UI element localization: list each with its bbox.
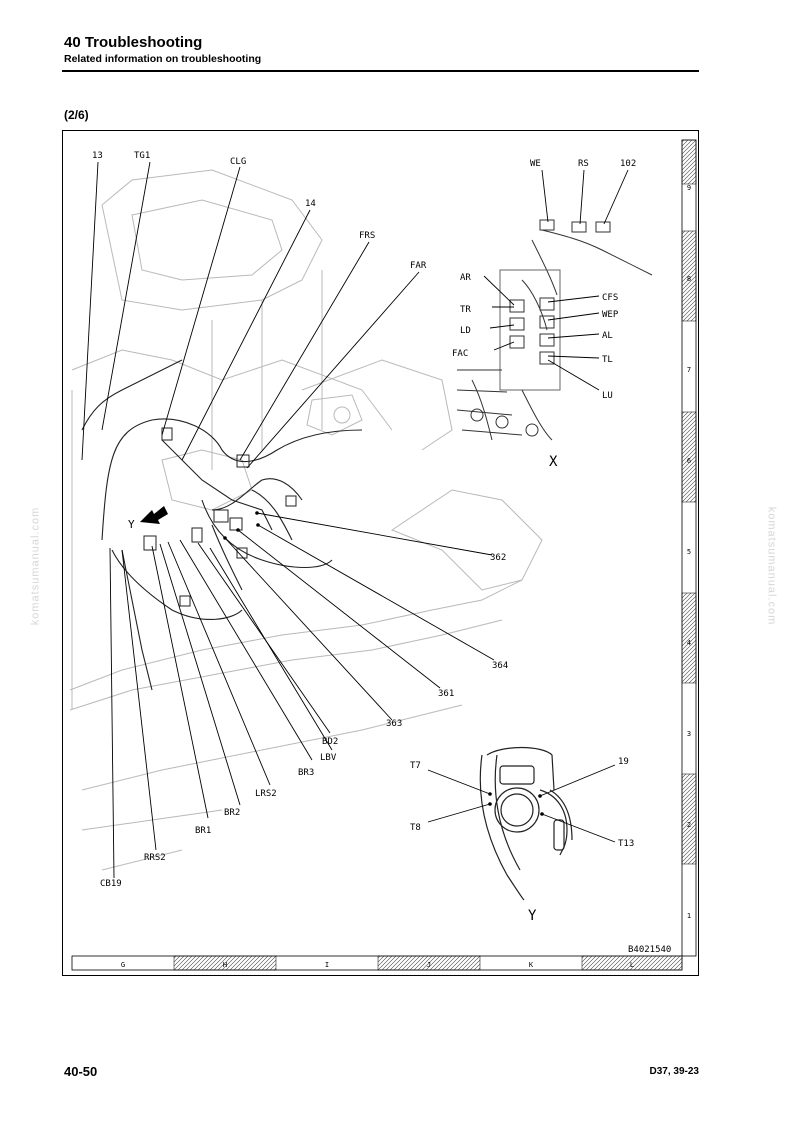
callout-label: RS xyxy=(578,159,589,169)
callout-label: 7 xyxy=(687,366,691,374)
callout-label: 361 xyxy=(438,689,454,699)
callout-label: BR3 xyxy=(298,768,314,778)
callout-label: 3 xyxy=(687,730,691,738)
wiring-diagram-figure: 9 8 7 6 5 4 3 2 1 G H I J K L xyxy=(62,130,699,976)
callout-label: 5 xyxy=(687,548,691,556)
callout-label: T7 xyxy=(410,761,421,771)
callout-label: CLG xyxy=(230,157,246,167)
callout-label: WEP xyxy=(602,310,619,320)
callout-label: FAR xyxy=(410,261,427,271)
callout-label: BR2 xyxy=(224,808,240,818)
callout-label: TR xyxy=(460,305,471,315)
callout-label: TL xyxy=(602,355,613,365)
callout-label: LD xyxy=(460,326,471,336)
view-x-name: X xyxy=(549,454,558,470)
watermark-left: komatsumanual.com xyxy=(29,506,42,626)
section-label: (2/6) xyxy=(64,108,89,122)
callout-label: L xyxy=(630,961,634,969)
callout-label: BR1 xyxy=(195,826,211,836)
header-rule xyxy=(62,70,699,72)
machine-outline xyxy=(69,169,543,871)
leader-lines xyxy=(81,161,629,879)
page-header-subtitle: Related information on troubleshooting xyxy=(64,53,262,65)
callout-label: 2 xyxy=(687,821,691,829)
view-y-drawing xyxy=(479,746,573,901)
callout-label: 8 xyxy=(687,275,691,283)
callout-label: 13 xyxy=(92,151,103,161)
callout-label: 1 xyxy=(687,912,691,920)
callout-label: 14 xyxy=(305,199,316,209)
callout-label: TG1 xyxy=(134,151,150,161)
callout-label: I xyxy=(325,961,329,969)
callout-label: 9 xyxy=(687,184,691,192)
callout-label: 4 xyxy=(687,639,691,647)
callout-label: 102 xyxy=(620,159,636,169)
column-grid-strip: G H I J K L xyxy=(71,955,683,971)
svg-text:Y: Y xyxy=(128,518,135,531)
callout-label: 362 xyxy=(490,553,506,563)
figure-id: B4021540 xyxy=(628,945,671,955)
row-grid-strip: 9 8 7 6 5 4 3 2 1 xyxy=(681,139,697,957)
watermark-right: komatsumanual.com xyxy=(765,506,778,626)
callout-label: T8 xyxy=(410,823,421,833)
footer-model: D37, 39-23 xyxy=(649,1066,699,1077)
callout-label: FRS xyxy=(359,231,375,241)
callout-label: WE xyxy=(530,159,541,169)
callout-label: T13 xyxy=(618,839,634,849)
callout-label: LRS2 xyxy=(255,789,277,799)
page-header-title: 40 Troubleshooting xyxy=(64,34,203,51)
callout-label: 364 xyxy=(492,661,508,671)
callout-label: RRS2 xyxy=(144,853,166,863)
view-x-drawing xyxy=(456,219,653,441)
callout-label: H xyxy=(223,961,227,969)
harness-main xyxy=(81,359,363,691)
callout-label: 19 xyxy=(618,757,629,767)
callout-label: J xyxy=(427,961,431,969)
callout-label: LU xyxy=(602,391,613,401)
footer-page-number: 40-50 xyxy=(64,1064,98,1079)
callout-label: CFS xyxy=(602,293,618,303)
view-y-name: Y xyxy=(528,908,537,924)
callout-label: K xyxy=(529,961,534,969)
leader-markers xyxy=(223,511,544,816)
callout-label: FAC xyxy=(452,349,468,359)
callout-label: AR xyxy=(460,273,471,283)
callout-label: G xyxy=(121,961,125,969)
callout-label: LBV xyxy=(320,753,337,763)
callout-label: CB19 xyxy=(100,879,122,889)
callout-label: 363 xyxy=(386,719,402,729)
callout-label: BD2 xyxy=(322,737,338,747)
view-y-arrow: Y xyxy=(128,506,168,531)
callout-label: 6 xyxy=(687,457,691,465)
callout-label: AL xyxy=(602,331,613,341)
